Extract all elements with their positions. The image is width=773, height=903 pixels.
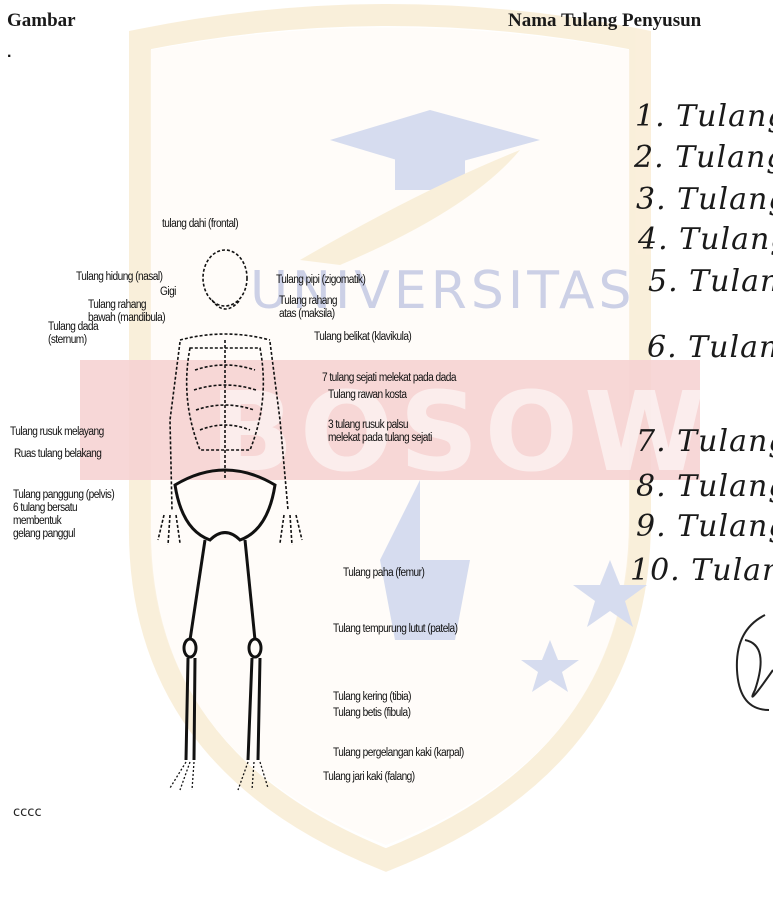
- signature-scribble: [725, 610, 773, 720]
- handwritten-item-9: 9. Tulang: [636, 509, 773, 544]
- handwritten-item-2: 2. Tulang: [634, 140, 773, 175]
- handwritten-item-4: 4. Tulang: [638, 222, 773, 257]
- handwritten-item-6: 6. Tulang: [647, 330, 773, 365]
- handwritten-item-8: 8. Tulang: [636, 469, 773, 504]
- footer-text: cccc: [13, 805, 42, 820]
- handwritten-item-3: 3. Tulang: [636, 182, 773, 217]
- handwritten-item-10: 10. Tulang: [630, 553, 773, 588]
- handwritten-item-1: 1. Tulang: [635, 99, 773, 134]
- handwritten-item-5: 5. Tulang: [648, 264, 773, 299]
- handwritten-item-7: 7. Tulang: [636, 424, 773, 459]
